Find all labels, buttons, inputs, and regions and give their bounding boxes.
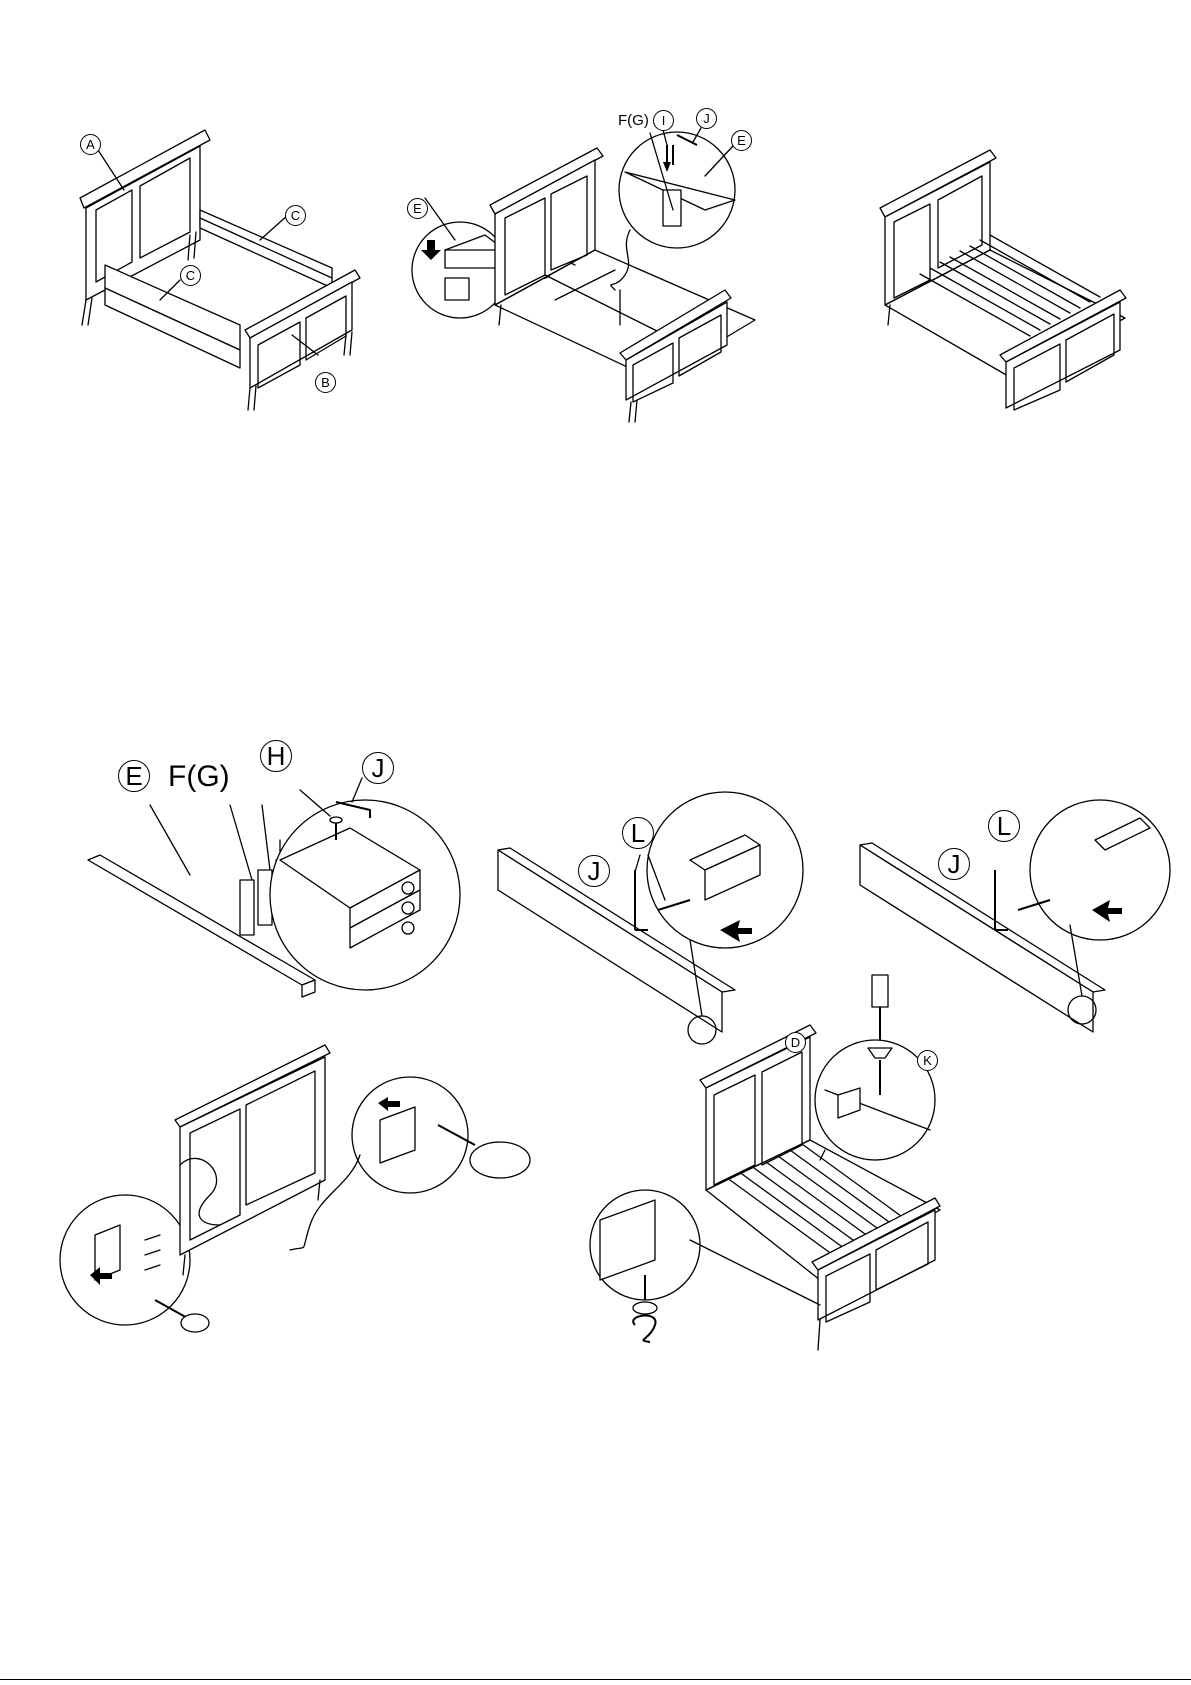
label-a: A <box>80 134 101 155</box>
step6-rail-bracket: J L <box>860 800 1170 1060</box>
label-h: H <box>260 740 292 772</box>
step4-drawing <box>80 760 450 1000</box>
label-j: J <box>362 752 394 784</box>
label-d: D <box>785 1032 806 1053</box>
label-i: I <box>653 110 674 131</box>
step4-center-beam: E F(G) H J <box>80 760 450 1000</box>
label-j: J <box>938 848 970 880</box>
step5-drawing <box>490 800 820 1060</box>
step2-center-rail: F(G) I J E E <box>405 110 795 430</box>
label-b: B <box>315 372 336 393</box>
label-e-right: E <box>731 130 752 151</box>
step8-drawing <box>580 1050 1000 1390</box>
label-c-front: C <box>180 265 201 286</box>
step1-exploded-bed: A C C B <box>60 110 400 420</box>
label-j: J <box>578 855 610 887</box>
label-l: L <box>988 810 1020 842</box>
step3-bed-with-slats <box>880 150 1150 410</box>
label-e-left: E <box>407 198 428 219</box>
label-j: J <box>696 108 717 129</box>
step7-headboard-fittings <box>60 1085 550 1345</box>
label-k: K <box>917 1050 938 1071</box>
step2-drawing <box>405 110 795 430</box>
step3-drawing <box>880 150 1150 410</box>
step1-drawing <box>60 110 400 420</box>
label-fg: F(G) <box>168 762 230 792</box>
page-bottom-rule <box>0 1679 1191 1680</box>
label-c-side: C <box>285 205 306 226</box>
label-l: L <box>622 817 654 849</box>
label-e: E <box>118 760 150 792</box>
label-fg: F(G) <box>618 112 649 129</box>
step7-drawing <box>60 1085 550 1345</box>
step5-rail-bracket: J L <box>490 800 820 1060</box>
step8-final-assembly: D K <box>580 1050 1000 1390</box>
step6-drawing <box>860 800 1170 1060</box>
